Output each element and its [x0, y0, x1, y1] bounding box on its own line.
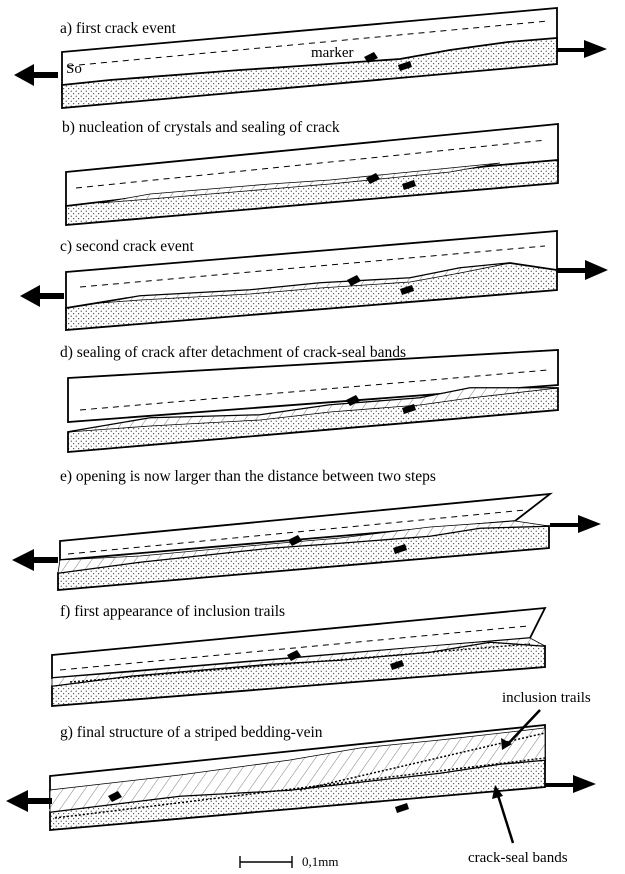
left-arrow	[12, 549, 58, 571]
inclusion-trails-label: inclusion trails	[502, 690, 591, 706]
left-arrow	[14, 64, 58, 86]
right-arrow	[545, 775, 596, 793]
right-arrow	[557, 260, 608, 280]
panel-c-caption: c) second crack event	[60, 238, 195, 255]
panel-a-caption: a) first crack event	[60, 20, 176, 37]
panel-c: c) second crack event	[20, 231, 608, 330]
scale-bar-label: 0,1mm	[302, 854, 338, 869]
scale-bar: 0,1mm	[240, 854, 338, 869]
panel-b: b) nucleation of crystals and sealing of…	[62, 119, 558, 225]
marker-lower-icon	[395, 803, 409, 813]
panel-g-caption: g) final structure of a striped bedding-…	[60, 724, 323, 741]
panel-e: e) opening is now larger than the distan…	[12, 468, 601, 590]
panel-d-caption: d) sealing of crack after detachment of …	[60, 344, 406, 361]
right-arrow	[550, 515, 601, 533]
panel-d: d) sealing of crack after detachment of …	[60, 344, 558, 452]
panel-f: f) first appearance of inclusion trails	[52, 603, 545, 706]
crack-seal-bands-label: crack-seal bands	[468, 850, 568, 866]
left-arrow	[6, 790, 52, 812]
marker-label: marker	[311, 45, 353, 61]
panel-b-caption: b) nucleation of crystals and sealing of…	[62, 119, 340, 136]
panel-e-caption: e) opening is now larger than the distan…	[60, 468, 436, 485]
crack-seal-bands-pointer	[497, 792, 513, 843]
panel-f-caption: f) first appearance of inclusion trails	[60, 603, 285, 620]
right-arrow	[557, 40, 607, 58]
left-arrow	[20, 285, 64, 307]
panel-a: a) first crack event So marker	[14, 8, 607, 108]
panel-g: g) final structure of a striped bedding-…	[6, 690, 596, 866]
so-label: So	[66, 61, 82, 77]
